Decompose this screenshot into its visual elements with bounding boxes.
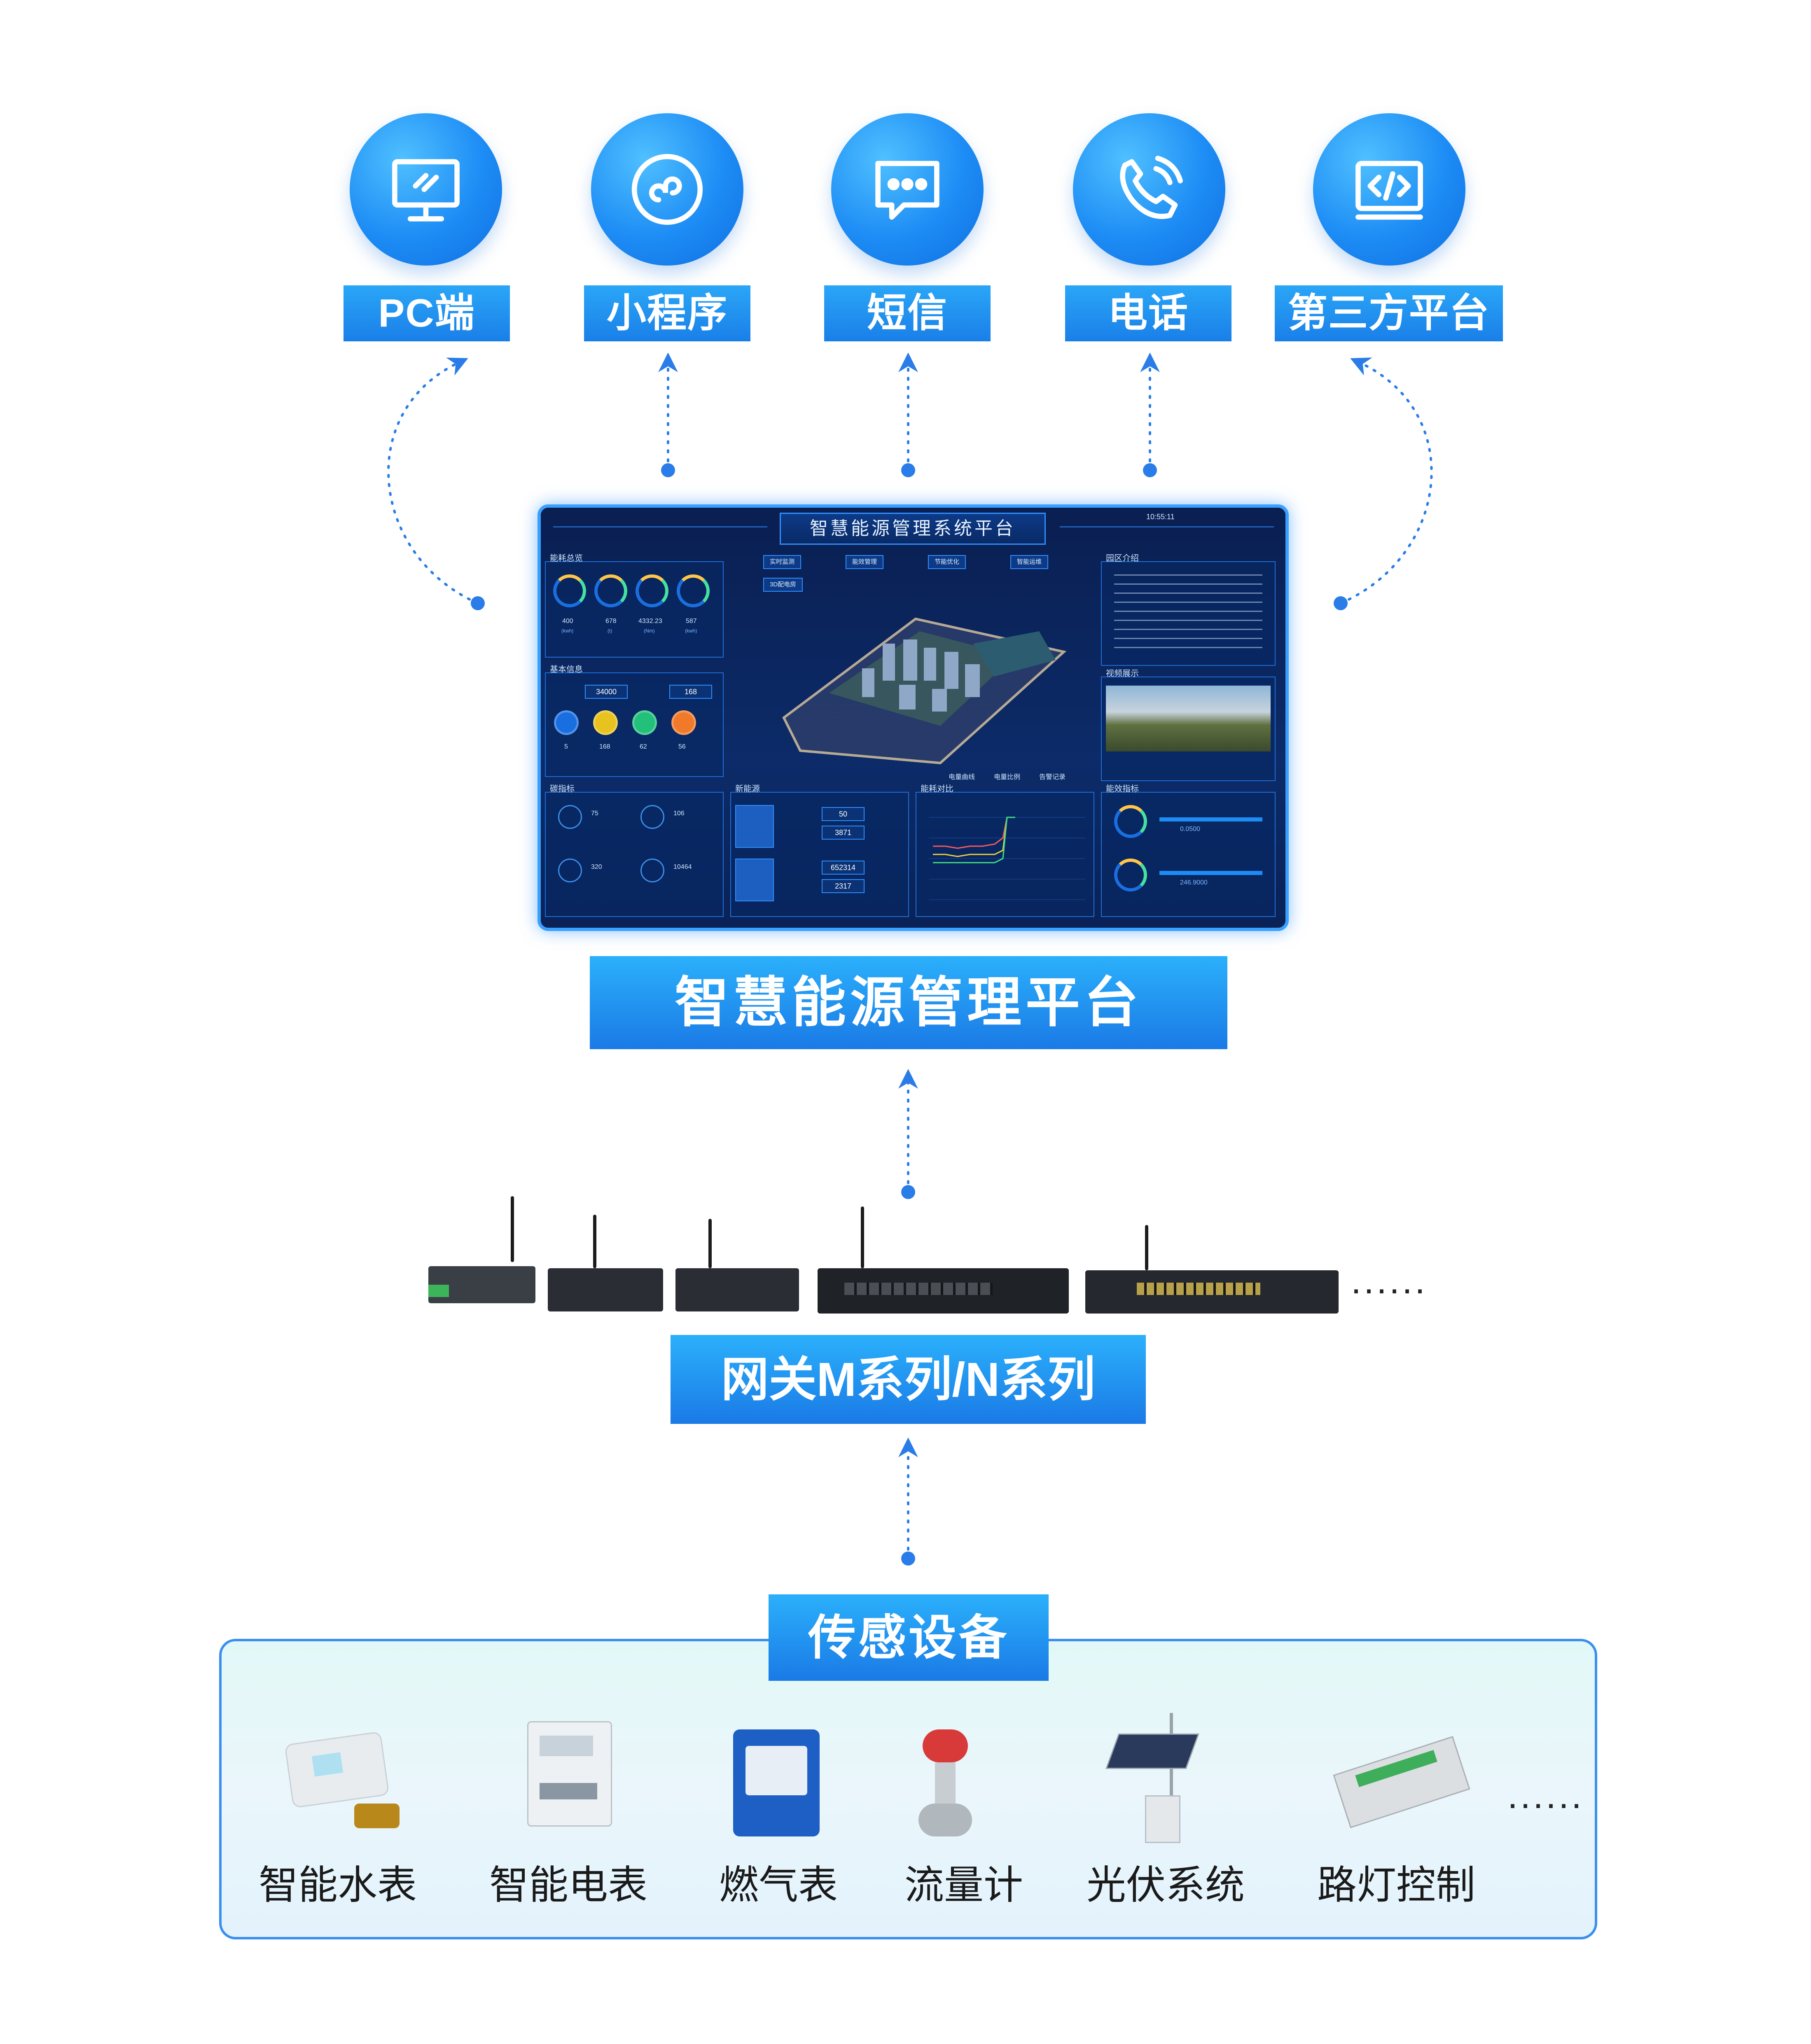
panel-title-energy-overview: 能耗总览: [550, 554, 583, 563]
sensor-label-gas-meter: 燃气表: [719, 1863, 838, 1907]
status-count: 62: [640, 743, 647, 750]
channel-label-phone: 电话: [1065, 285, 1231, 341]
gauge-value: 587: [686, 618, 697, 625]
panel-title-park-intro: 园区介绍: [1106, 554, 1139, 563]
nav-efficiency[interactable]: 能效管理: [846, 555, 884, 569]
curve-to-pc: [387, 357, 479, 604]
new-energy-value: 50: [822, 807, 865, 821]
sensor-title: 传感设备: [769, 1594, 1049, 1681]
dashboard-title: 智慧能源管理系统平台: [780, 513, 1046, 545]
code-window-icon[interactable]: [1313, 113, 1465, 266]
panel-title-basic-info: 基本信息: [550, 665, 583, 674]
monitor-icon[interactable]: [350, 113, 502, 266]
park-3d-map: [782, 617, 1067, 765]
gauge-unit: (kwh): [685, 628, 697, 634]
carbon-value: 320: [591, 863, 602, 870]
video-thumbnail[interactable]: [1106, 686, 1271, 751]
panel-title-efficiency: 能效指标: [1106, 784, 1139, 793]
gateway-more: ......: [1351, 1260, 1428, 1302]
legend-alarm-log[interactable]: 告警记录: [1039, 774, 1066, 781]
sensor-more: ......: [1507, 1775, 1584, 1816]
nav-saving[interactable]: 节能优化: [928, 555, 966, 569]
new-energy-value: 2317: [822, 879, 865, 893]
new-energy-value: 652314: [822, 861, 865, 875]
nav-realtime[interactable]: 实时监测: [763, 555, 802, 569]
panel-title-new-energy: 新能源: [735, 784, 760, 793]
compare-line-chart: [929, 817, 1085, 900]
channel-label-pc: PC端: [344, 285, 510, 341]
channel-label-mini-program: 小程序: [584, 285, 750, 341]
status-count: 56: [678, 743, 686, 750]
gauge-unit: (kwh): [561, 628, 574, 634]
sensor-label-electric-meter: 智能电表: [489, 1863, 647, 1907]
efficiency-value: 0.0500: [1180, 826, 1200, 833]
mini-program-icon[interactable]: [591, 113, 743, 266]
panel-title-video: 视频展示: [1106, 669, 1139, 678]
sms-icon[interactable]: [831, 113, 984, 266]
gauge-unit: (t): [608, 628, 612, 634]
panel-title-carbon: 碳指标: [550, 784, 575, 793]
gateway-label: 网关M系列/N系列: [671, 1335, 1146, 1424]
panel-title-energy-compare: 能耗对比: [921, 784, 953, 793]
curve-to-third-party: [1339, 357, 1433, 604]
carbon-value: 75: [591, 810, 598, 817]
efficiency-value: 246.9000: [1180, 879, 1208, 886]
dashboard-time: 10:55:11: [1146, 513, 1175, 521]
gauge-unit: (Nm): [644, 628, 655, 634]
carbon-value: 106: [673, 810, 685, 817]
sensor-label-flow-meter: 流量计: [904, 1863, 1023, 1907]
status-count: 5: [564, 743, 568, 750]
new-energy-value: 3871: [822, 826, 865, 840]
basic-value: 168: [669, 685, 712, 699]
sensor-label-street-light: 路灯控制: [1317, 1863, 1475, 1907]
status-count: 168: [599, 743, 610, 750]
channel-label-sms: 短信: [824, 285, 991, 341]
carbon-value: 10464: [673, 863, 692, 870]
nav-3d-room[interactable]: 3D配电房: [763, 578, 803, 592]
basic-value: 34000: [585, 685, 628, 699]
legend-power-curve[interactable]: 电量曲线: [949, 774, 975, 781]
platform-label: 智慧能源管理平台: [590, 956, 1227, 1049]
phone-icon[interactable]: [1073, 113, 1225, 266]
legend-power-ratio[interactable]: 电量比例: [994, 774, 1021, 781]
channel-label-third-party: 第三方平台: [1275, 285, 1503, 341]
dashboard-screenshot: 智慧能源管理系统平台 10:55:11 能耗总览 400 678 4332.23…: [537, 504, 1289, 931]
sensor-label-solar-system: 光伏系统: [1087, 1863, 1245, 1907]
gauge-value: 4332.23: [638, 618, 662, 625]
gauge-value: 400: [562, 618, 573, 625]
nav-maintenance[interactable]: 智能运维: [1010, 555, 1049, 569]
sensor-label-water-meter: 智能水表: [259, 1863, 417, 1907]
gauge-value: 678: [605, 618, 617, 625]
